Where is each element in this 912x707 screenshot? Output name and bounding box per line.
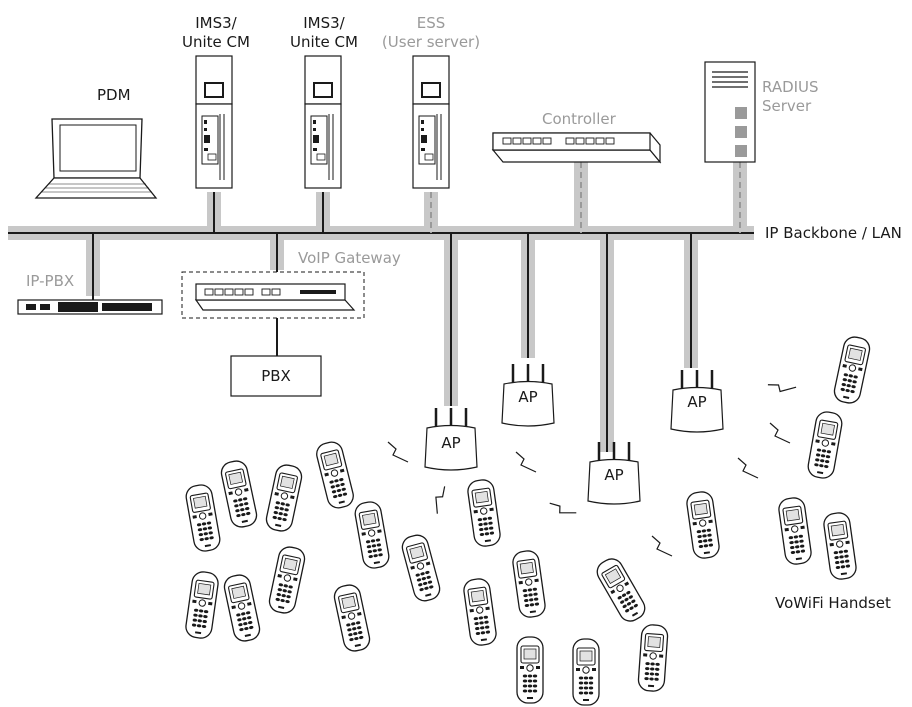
radius-server-icon: [705, 62, 755, 162]
ap-label-1: AP: [431, 434, 471, 453]
pdm-label: PDM: [97, 86, 131, 105]
voip-gateway-label: VoIP Gateway: [298, 249, 401, 268]
ap-label-3: AP: [594, 466, 634, 485]
server-icon-ims3-b: [305, 56, 341, 188]
switch-icon: [493, 133, 660, 162]
server-icon-ims3-a: [196, 56, 232, 188]
ap-label-2: AP: [508, 388, 548, 407]
handset-label: VoWiFi Handset: [775, 594, 891, 613]
ess-label-line1: ESS: [406, 14, 456, 33]
ims3-a-label-line1: IMS3/: [184, 14, 248, 33]
ip-pbx-label: IP-PBX: [26, 272, 74, 291]
ims3-b-label-line1: IMS3/: [292, 14, 356, 33]
server-icon-ess: [413, 56, 449, 188]
backbone-bus: [8, 226, 754, 240]
laptop-icon: [36, 119, 156, 198]
pbx-label: PBX: [231, 367, 321, 386]
server-links: [207, 162, 747, 233]
gateway-icon: [182, 272, 364, 318]
radius-label-line2: Server: [762, 97, 811, 116]
ap-label-4: AP: [677, 393, 717, 412]
ims3-a-label-line2: Unite CM: [176, 33, 256, 52]
ip-pbx-icon: [18, 300, 162, 314]
radius-label-line1: RADIUS: [762, 78, 819, 97]
controller-label: Controller: [542, 110, 616, 129]
backbone-label: IP Backbone / LAN: [765, 224, 902, 243]
ims3-b-label-line2: Unite CM: [284, 33, 364, 52]
ess-label-line2: (User server): [376, 33, 486, 52]
